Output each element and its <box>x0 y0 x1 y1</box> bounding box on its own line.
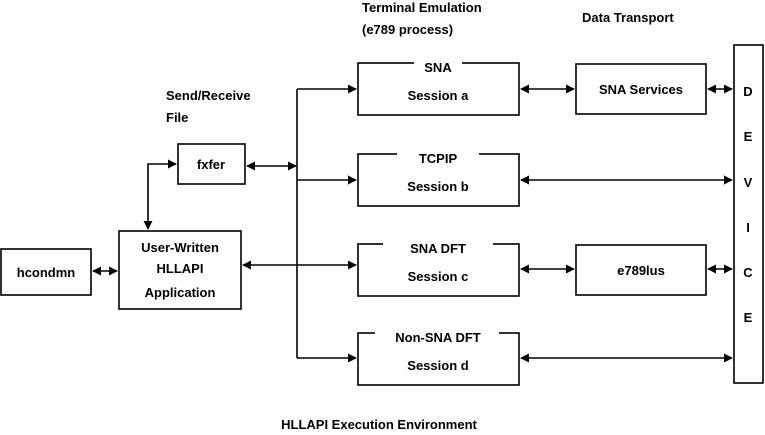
device-bar <box>733 44 764 384</box>
sna-services-box <box>575 63 707 115</box>
device-letter-e: E <box>744 129 753 144</box>
fxfer-box <box>177 143 246 185</box>
session-c-tab: SNA DFT <box>410 241 466 256</box>
app-label-line1: User-Written <box>141 240 219 255</box>
e789lus-box <box>575 244 707 296</box>
fxfer-label: fxfer <box>197 157 225 172</box>
session-a-tab-gap <box>414 58 462 68</box>
session-b-tab-gap <box>397 149 479 159</box>
footer-title: HLLAPI Execution Environment <box>281 417 477 432</box>
session-b-label: Session b <box>407 179 468 194</box>
sna-services-label: SNA Services <box>599 82 683 97</box>
send-receive-label-2: File <box>166 110 188 125</box>
app-label-line3: Application <box>145 285 216 300</box>
device-letter-v: V <box>744 175 753 190</box>
session-b-tab: TCPIP <box>419 151 458 166</box>
e789lus-label: e789lus <box>617 263 665 278</box>
app-label-line2: HLLAPI <box>157 261 204 276</box>
terminal-emulation-subtitle: (e789 process) <box>362 22 453 37</box>
connector-app-fxfer <box>143 159 177 230</box>
session-c-tab-gap <box>383 239 493 249</box>
session-a-box <box>357 62 520 116</box>
hcondmn-label: hcondmn <box>17 265 76 280</box>
device-letter-e2: E <box>744 310 753 325</box>
session-c-label: Session c <box>408 269 469 284</box>
device-letter-d: D <box>743 84 752 99</box>
device-letter-c: C <box>743 265 753 280</box>
session-a-tab: SNA <box>424 60 452 75</box>
session-d-tab: Non-SNA DFT <box>395 330 481 345</box>
session-d-label: Session d <box>407 358 468 373</box>
session-d-box <box>357 332 520 386</box>
session-d-tab-gap <box>375 328 499 338</box>
hllapi-application-box <box>118 230 242 310</box>
hcondmn-box <box>0 248 92 296</box>
data-transport-title: Data Transport <box>582 10 674 25</box>
terminal-emulation-title: Terminal Emulation <box>362 0 482 15</box>
send-receive-label: Send/Receive <box>166 88 251 103</box>
device-letter-i: I <box>746 220 750 235</box>
session-a-label: Session a <box>408 88 469 103</box>
